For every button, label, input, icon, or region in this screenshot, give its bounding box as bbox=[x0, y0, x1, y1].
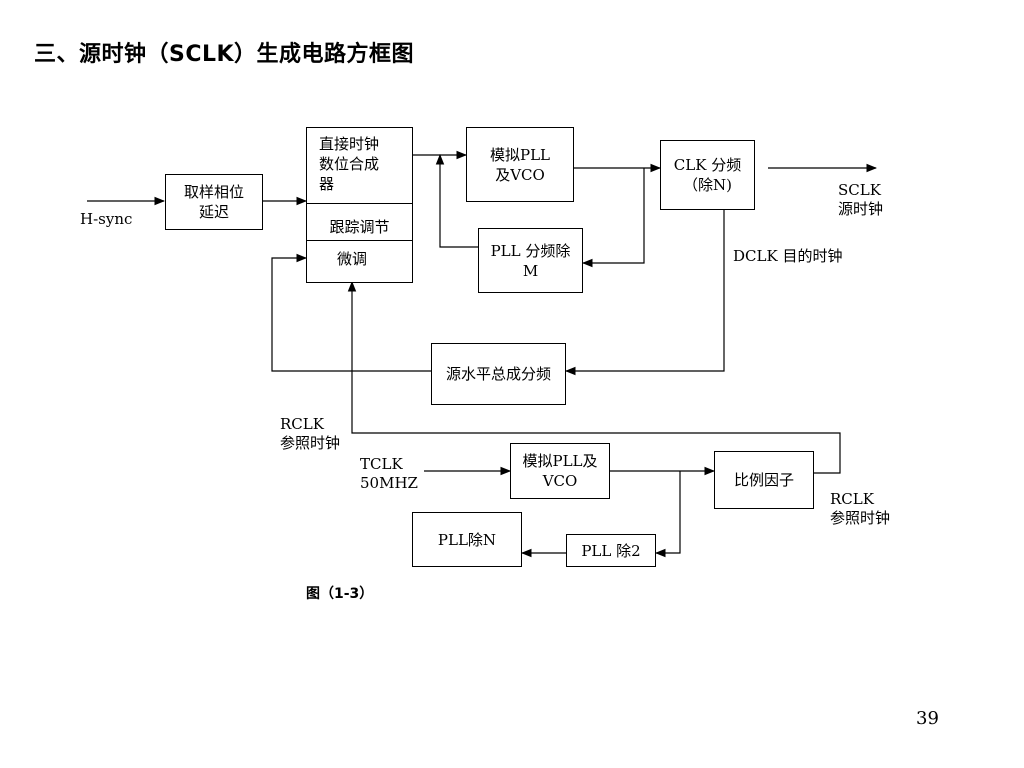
page-number: 39 bbox=[916, 708, 939, 729]
arrow-rclk-to-fine bbox=[347, 280, 841, 474]
ratio-factor-block: 比例因子 bbox=[714, 451, 814, 509]
rclk-right-label: RCLK 参照时钟 bbox=[830, 490, 891, 527]
dds-top-section: 直接时钟 数位合成 器 bbox=[319, 135, 380, 193]
arrow-pll-to-div2 bbox=[654, 471, 681, 558]
source-divider-block: 源水平总成分频 bbox=[431, 343, 566, 405]
sclk-label: SCLK 源时钟 bbox=[838, 181, 884, 218]
dds-divider-1 bbox=[307, 203, 412, 204]
tclk-label: TCLK 50MHZ bbox=[360, 455, 418, 492]
pll-vco-top-block: 模拟PLL 及VCO bbox=[466, 127, 574, 202]
arrow-divm-to-dds bbox=[435, 153, 478, 248]
arrow-feedback-to-divm bbox=[581, 168, 645, 268]
dds-fine-section: 微调 bbox=[337, 250, 368, 268]
pll-divide-m-block: PLL 分频除 M bbox=[478, 228, 583, 293]
dds-block: 直接时钟 数位合成 器 跟踪调节 微调 bbox=[306, 127, 413, 283]
arrow-dclk-to-srcdiv bbox=[564, 210, 725, 376]
sample-delay-block: 取样相位 延迟 bbox=[165, 174, 263, 230]
clk-divider-block: CLK 分频 （除N) bbox=[660, 140, 755, 210]
dds-track-section: 跟踪调节 bbox=[329, 218, 390, 236]
rclk-left-label: RCLK 参照时钟 bbox=[280, 415, 341, 452]
dds-divider-2 bbox=[307, 240, 412, 241]
pll-divide-2-block: PLL 除2 bbox=[566, 534, 656, 567]
figure-caption: 图（1-3） bbox=[306, 586, 374, 602]
hsync-label: H-sync bbox=[80, 210, 133, 228]
slide-title: 三、源时钟（SCLK）生成电路方框图 bbox=[34, 42, 415, 67]
pll-divide-n-block: PLL除N bbox=[412, 512, 522, 567]
pll-vco-bottom-block: 模拟PLL及 VCO bbox=[510, 443, 610, 499]
dclk-label: DCLK 目的时钟 bbox=[733, 247, 843, 265]
